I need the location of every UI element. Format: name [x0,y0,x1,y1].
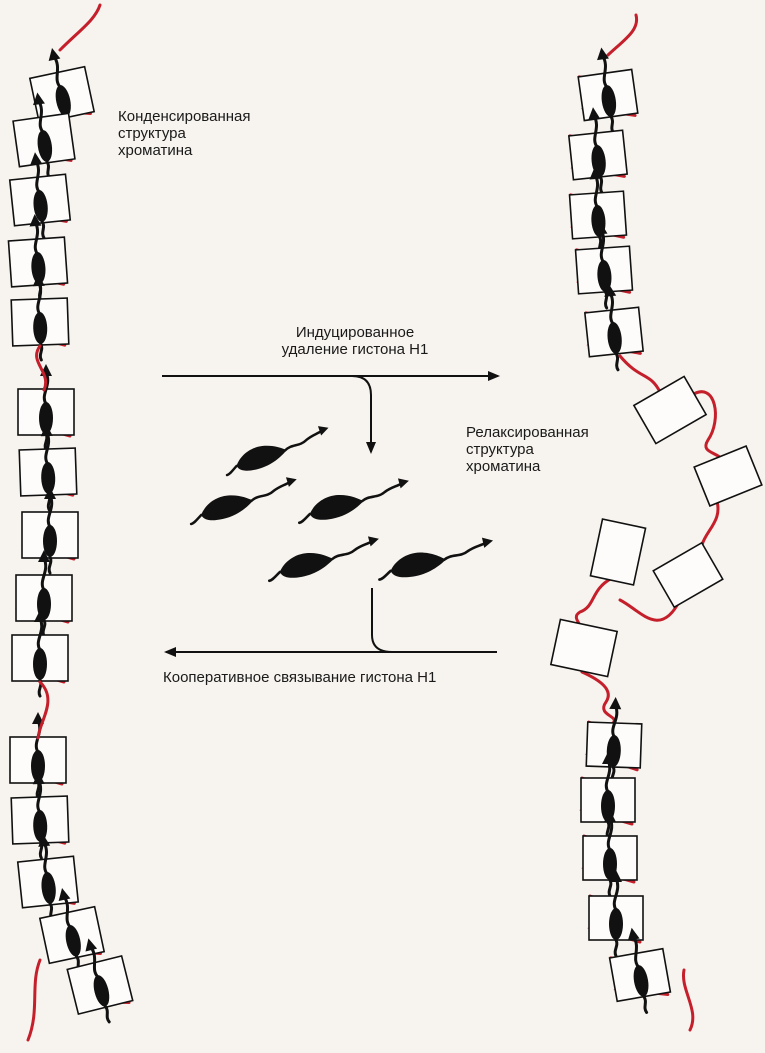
dna-strand [620,356,660,392]
dna-strand [576,578,612,630]
relaxed-label-line: хроматина [466,458,589,475]
dna-strand [683,970,692,1030]
condensed-label-line: структура [118,125,250,142]
condensed-chromatin-label: Конденсированная структура хроматина [118,108,250,159]
nucleosome [653,543,722,607]
dna-strand [608,15,637,55]
relaxed-label-line: Релаксированная [466,424,589,441]
condensed-label-line: Конденсированная [118,108,250,125]
induced-removal-arrow [162,376,498,452]
nucleosome [634,376,706,443]
relaxed-label-line: структура [466,441,589,458]
nucleosome [551,619,617,676]
cooperative-binding-arrow [166,588,497,652]
dna-strand [582,672,614,724]
dna-strand [28,960,40,1040]
dna-strand [60,5,100,50]
induced-removal-label-line: Индуцированное [250,324,460,341]
condensed-label-line: хроматина [118,142,250,159]
nucleosome [694,446,762,506]
free-histone-h1-pool [186,424,497,583]
induced-removal-label: Индуцированное удаление гистона Н1 [250,324,460,358]
histone-h1-icon [265,535,383,583]
histone-h1-icon [37,550,51,636]
relaxed-chromatin-fiber [551,15,762,1030]
histone-h1-icon [376,536,497,581]
histone-h1-icon [295,477,413,525]
histone-h1-icon [186,475,302,526]
histone-h1-icon [603,810,617,896]
nucleosome [590,519,645,585]
histone-h1-icon [221,424,334,477]
condensed-chromatin-fiber [8,5,132,1040]
cooperative-binding-label: Кооперативное связывание гистона Н1 [163,669,436,686]
induced-removal-label-line: удаление гистона Н1 [250,341,460,358]
relaxed-chromatin-label: Релаксированная структура хроматина [466,424,589,475]
